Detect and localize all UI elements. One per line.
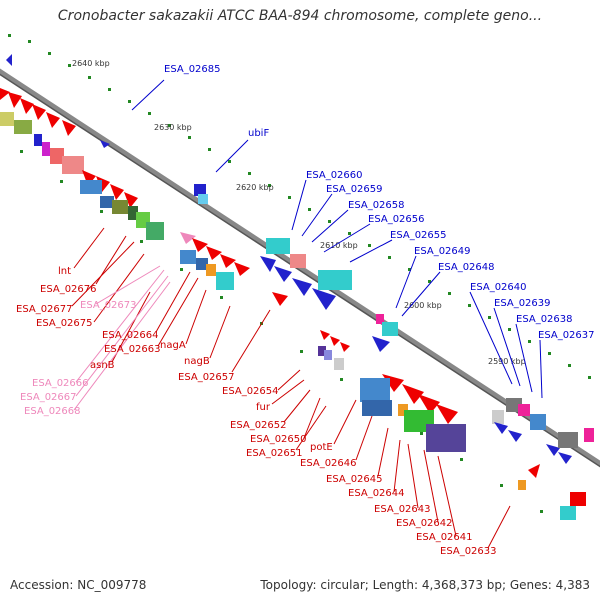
scale-label: 2640 kbp <box>72 59 110 68</box>
gene-label[interactable]: nagB <box>184 356 210 367</box>
gene-label[interactable]: ESA_02677 <box>16 304 73 315</box>
gene-label[interactable]: ESA_02664 <box>102 330 159 341</box>
gene-label[interactable]: ESA_02656 <box>368 214 425 225</box>
gene-label[interactable]: ESA_02644 <box>348 488 405 499</box>
gene-label[interactable]: ESA_02675 <box>36 318 93 329</box>
gene-label[interactable]: ESA_02643 <box>374 504 431 515</box>
gene-label[interactable]: ESA_02649 <box>414 246 471 257</box>
gene-label[interactable]: potE <box>310 442 333 453</box>
gene-label[interactable]: fur <box>256 402 271 413</box>
gene-label[interactable]: ESA_02663 <box>104 344 161 355</box>
gene-label[interactable]: ESA_02640 <box>470 282 527 293</box>
gene-label[interactable]: ESA_02655 <box>390 230 447 241</box>
gene-label[interactable]: ESA_02667 <box>20 392 77 403</box>
gene-label[interactable]: ESA_02668 <box>24 406 81 417</box>
gene-label[interactable]: ESA_02651 <box>246 448 303 459</box>
gene-label[interactable]: ESA_02645 <box>326 474 383 485</box>
gene-label[interactable]: nagA <box>160 340 186 351</box>
gene-label[interactable]: ESA_02641 <box>416 532 473 543</box>
red-gene-labels[interactable]: lnt ESA_02676 ESA_02677 ESA_02675 ESA_02… <box>16 266 497 557</box>
scale-label: 2630 kbp <box>154 123 192 132</box>
pink-gene-labels[interactable]: ESA_02673 ESA_02666 ESA_02667 ESA_02668 <box>20 300 137 417</box>
gene-label[interactable]: ESA_02638 <box>516 314 573 325</box>
gene-label[interactable]: ESA_02639 <box>494 298 551 309</box>
tick-marks <box>8 34 591 513</box>
gene-label[interactable]: ESA_02660 <box>306 170 363 181</box>
gene-label[interactable]: ESA_02642 <box>396 518 453 529</box>
gene-label[interactable]: ESA_02648 <box>438 262 495 273</box>
gene-label[interactable]: ESA_02646 <box>300 458 357 469</box>
gene-label[interactable]: ESA_02676 <box>40 284 97 295</box>
gene-label[interactable]: ESA_02637 <box>538 330 595 341</box>
gene-label[interactable]: ESA_02654 <box>222 386 279 397</box>
gene-label[interactable]: lnt <box>58 266 71 277</box>
gene-label[interactable]: ESA_02650 <box>250 434 307 445</box>
gene-label[interactable]: ESA_02658 <box>348 200 405 211</box>
blue-gene-labels[interactable]: ESA_02685 ubiF ESA_02660 ESA_02659 ESA_0… <box>164 64 595 341</box>
scale-label: 2600 kbp <box>404 301 442 310</box>
gene-label[interactable]: ESA_02633 <box>440 546 497 557</box>
map-title: Cronobacter sakazakii ATCC BAA-894 chrom… <box>57 8 543 24</box>
scale-label: 2610 kbp <box>320 241 358 250</box>
gene-label[interactable]: ESA_02666 <box>32 378 89 389</box>
gene-label[interactable]: ubiF <box>248 128 269 139</box>
gene-label[interactable]: asnB <box>90 360 115 371</box>
topology-text: Topology: circular; Length: 4,368,373 bp… <box>260 578 590 592</box>
gene-features-lower[interactable] <box>360 374 594 520</box>
scale-label: 2590 kbp <box>488 357 526 366</box>
gene-features-upper[interactable] <box>0 54 398 370</box>
gene-label[interactable]: ESA_02652 <box>230 420 287 431</box>
gene-label[interactable]: ESA_02657 <box>178 372 235 383</box>
gene-label[interactable]: ESA_02659 <box>326 184 383 195</box>
gene-label[interactable]: ESA_02685 <box>164 64 221 75</box>
leader-lines <box>71 79 543 549</box>
scale-label: 2620 kbp <box>236 183 274 192</box>
gene-label[interactable]: ESA_02673 <box>80 300 137 311</box>
accession-text: Accession: NC_009778 <box>10 578 147 592</box>
